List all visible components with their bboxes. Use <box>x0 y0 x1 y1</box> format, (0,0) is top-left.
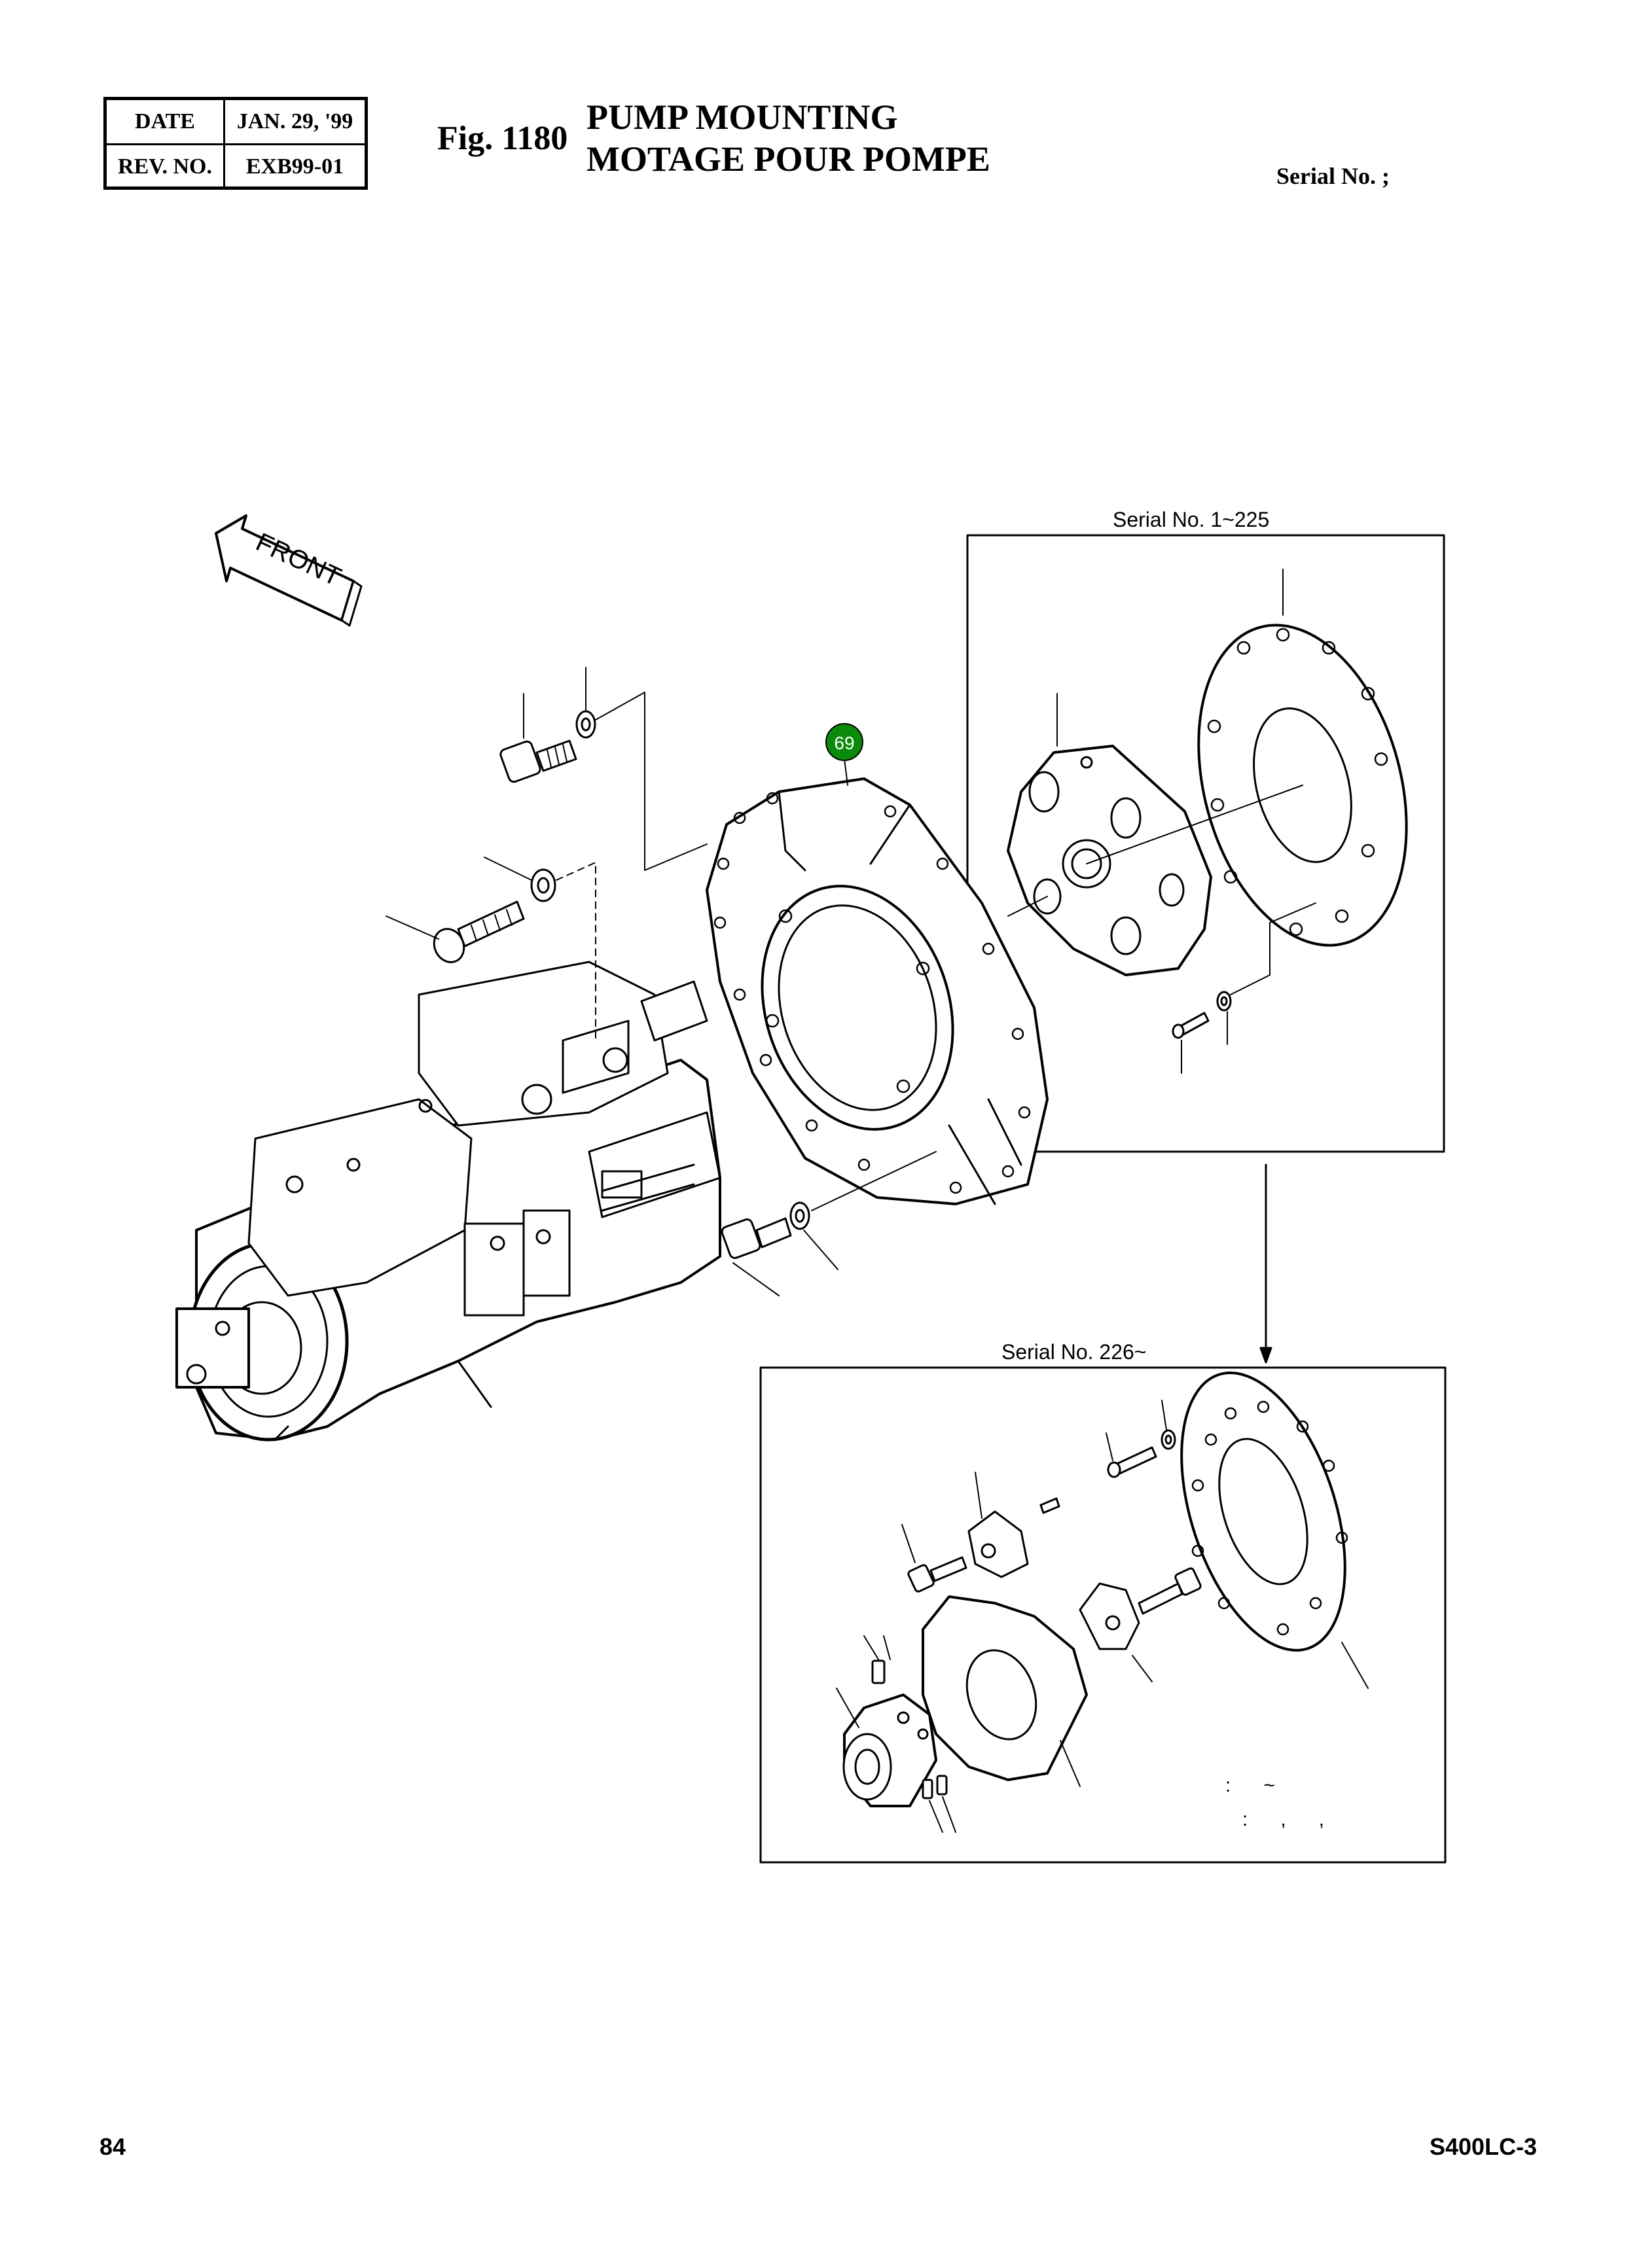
disc-small-bolt <box>1106 1400 1176 1478</box>
date-label: DATE <box>107 100 225 143</box>
leader-line <box>595 692 708 871</box>
figure-title-english: PUMP MOUNTING <box>586 97 898 137</box>
rev-value: EXB99-01 <box>245 154 344 179</box>
rev-row: REV. NO. EXB99-01 <box>107 143 365 188</box>
page-number: 84 <box>99 2133 126 2160</box>
panel-serial-226 <box>759 1366 1447 1864</box>
coupling-hub <box>836 1688 937 1807</box>
flange-washer-upper <box>575 667 596 739</box>
flange-washer-middle <box>484 857 556 902</box>
clamp-block-upper <box>967 1472 1060 1578</box>
hub-set-screws <box>863 1635 956 1833</box>
part-callout-number: 69 <box>834 733 854 753</box>
clamp-socket-bolt-lower <box>1138 1567 1202 1615</box>
panel-serial-1-225 <box>966 534 1445 1153</box>
serial-number-label: Serial No. ; <box>1276 163 1390 189</box>
flange-bolt-upper <box>499 693 577 783</box>
clamp-socket-bolt-upper <box>901 1524 967 1593</box>
coupling-small-bolt <box>1172 902 1316 1074</box>
front-arrow-icon: FRONT <box>215 514 363 627</box>
figure-title-french: MOTAGE POUR POMPE <box>586 139 990 179</box>
leader-line <box>811 1151 937 1211</box>
date-value: JAN. 29, '99 <box>236 109 353 133</box>
panel-bottom-label: Serial No. 226~ <box>1001 1340 1147 1364</box>
flange-bolt-lower <box>721 1217 792 1296</box>
hydraulic-pump-assembly <box>175 961 721 1442</box>
panel-note-line-1: : ~ <box>1225 1775 1275 1796</box>
flange-socket-bolt <box>386 900 525 963</box>
revision-table: DATE JAN. 29, '99 REV. NO. EXB99-01 <box>103 97 368 190</box>
clamp-block-lower <box>1079 1582 1153 1682</box>
part-callout-69: 69 <box>825 723 863 786</box>
figure-number: Fig. 1180 <box>437 120 568 157</box>
center-axis-line <box>1086 785 1303 864</box>
date-row: DATE JAN. 29, '99 <box>107 100 365 143</box>
spider-coupling-element <box>922 1595 1088 1787</box>
coupling-disc-plate-new <box>1180 1372 1369 1689</box>
panel-top-label: Serial No. 1~225 <box>1113 508 1270 531</box>
rubber-coupling-element <box>1007 693 1212 976</box>
model-number: S400LC-3 <box>1430 2133 1538 2160</box>
leader-line-dashed <box>556 862 596 1041</box>
panel-note-line-2: : , , <box>1242 1809 1324 1830</box>
down-arrow-icon <box>1259 1163 1272 1364</box>
flange-washer-lower <box>789 1201 838 1270</box>
rev-label: REV. NO. <box>107 145 225 188</box>
pump-mounting-flange <box>706 777 1049 1205</box>
